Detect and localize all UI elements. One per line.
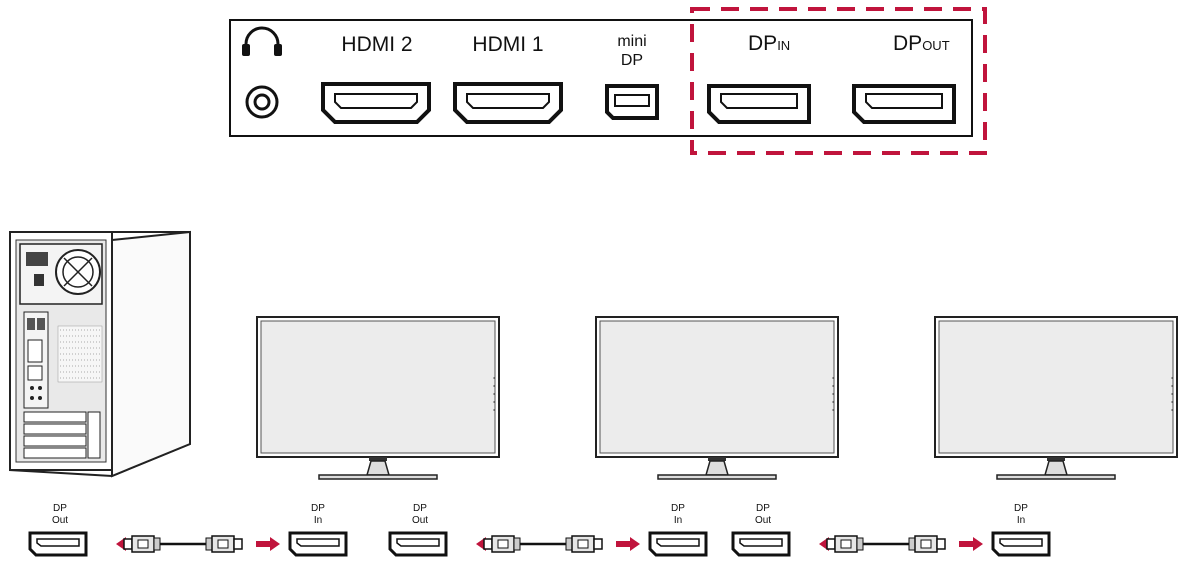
- audio-jack: [245, 85, 279, 119]
- right-arrow-icon: [616, 537, 640, 551]
- dp-out-port: [388, 531, 448, 557]
- dp-in-label-line1: DP: [311, 503, 325, 514]
- right-arrow-icon: [959, 537, 983, 551]
- dp-out-port: [731, 531, 791, 557]
- headphone-icon: [242, 26, 282, 56]
- dp-out-label-line2: Out: [52, 515, 68, 526]
- minidp-port: [605, 84, 659, 120]
- dp-out-label-line2: Out: [412, 515, 428, 526]
- dpin-label-sub: IN: [777, 38, 790, 53]
- dp-cable: [482, 534, 604, 554]
- pc-tower: [9, 230, 191, 478]
- dp-out-label-line1: DP: [53, 503, 67, 514]
- dp-in-label-line1: DP: [671, 503, 685, 514]
- dp-in-label-line2: In: [1017, 515, 1025, 526]
- dp-in-label-line1: DP: [1014, 503, 1028, 514]
- monitor-3: [934, 316, 1178, 480]
- monitor-1: [256, 316, 500, 480]
- dpout-label-sub: OUT: [922, 38, 950, 53]
- dp-out-label-line1: DP: [756, 503, 770, 514]
- dp-cable: [122, 534, 244, 554]
- dp-out-port: [28, 531, 88, 557]
- dp-out-label-line1: DP: [413, 503, 427, 514]
- monitor-2: [595, 316, 839, 480]
- dp-in-port: [648, 531, 708, 557]
- minidp-label-line2: DP: [621, 52, 643, 69]
- dpout-label: DPOUT: [893, 32, 950, 55]
- dp-in-port: [288, 531, 348, 557]
- hdmi2-label: HDMI 2: [341, 33, 412, 56]
- dp-in-label-line2: In: [314, 515, 322, 526]
- dp-highlight-box: [690, 7, 987, 155]
- connector-panel: HDMI 2 HDMI 1 mini DP DPIN DPOUT: [229, 7, 987, 155]
- minidp-label-line1: mini: [617, 33, 646, 50]
- hdmi1-label: HDMI 1: [472, 33, 543, 56]
- dp-out-label-line2: Out: [755, 515, 771, 526]
- dp-in-port: [991, 531, 1051, 557]
- dp-in-label-line2: In: [674, 515, 682, 526]
- dpin-label-main: DP: [748, 32, 777, 55]
- dpout-label-main: DP: [893, 32, 922, 55]
- dpin-label: DPIN: [748, 32, 790, 55]
- dp-cable: [825, 534, 947, 554]
- right-arrow-icon: [256, 537, 280, 551]
